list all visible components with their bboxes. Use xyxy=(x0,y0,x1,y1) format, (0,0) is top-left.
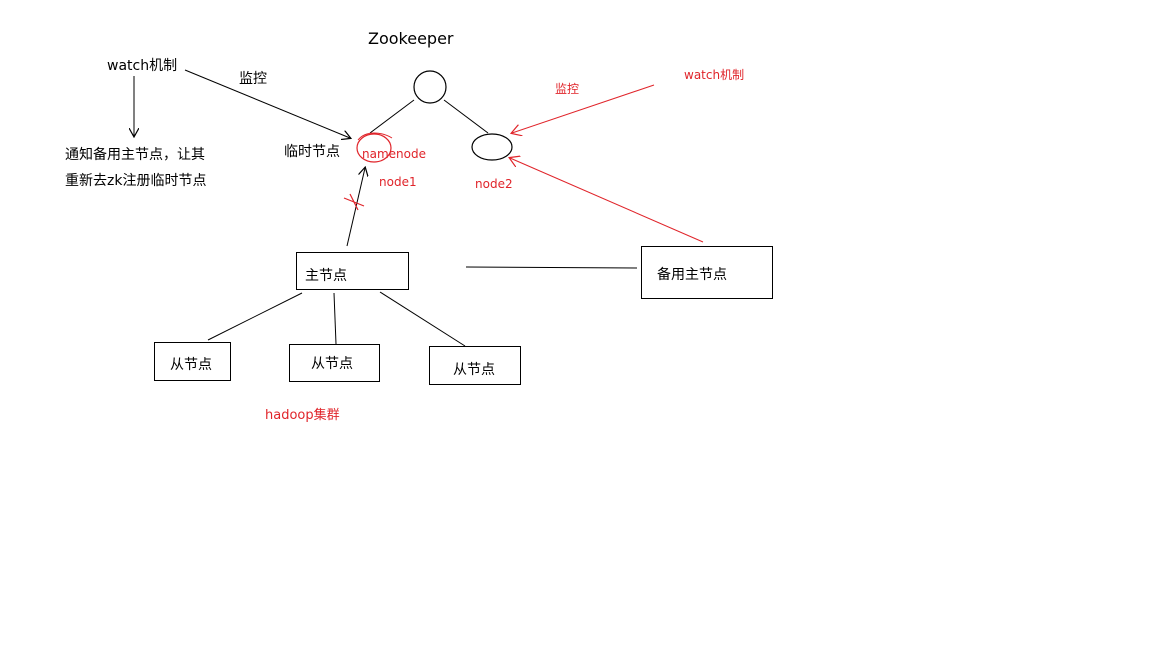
node1-scribble xyxy=(357,132,393,141)
slave-node-box-3: 从节点 xyxy=(429,346,521,385)
monitor-label: 监控 xyxy=(239,71,267,87)
watch-mechanism-label: watch机制 xyxy=(107,58,178,74)
edge-master-slave1 xyxy=(207,292,303,341)
hadoop-cluster-label: hadoop集群 xyxy=(265,408,340,423)
red-standby-arrow xyxy=(510,158,704,243)
edge-root-node1 xyxy=(369,99,415,134)
red-watch-arrow xyxy=(512,84,655,133)
arrow-cross-mark xyxy=(343,193,365,211)
temporary-node-label: 临时节点 xyxy=(284,144,340,160)
red-monitor-label: 监控 xyxy=(555,82,580,96)
master-node-label: 主节点 xyxy=(305,268,347,284)
slave-node-box-1: 从节点 xyxy=(154,342,231,381)
standby-master-box: 备用主节点 xyxy=(641,246,773,299)
zk-root-node xyxy=(413,70,447,104)
watch-to-node1-arrow xyxy=(184,69,350,138)
slave-node-label-3: 从节点 xyxy=(453,362,495,378)
edge-master-slave3 xyxy=(379,291,466,347)
notify-standby-text: 通知备用主节点，让其重新去zk注册临时节点 xyxy=(65,147,207,189)
slave-node-box-2: 从节点 xyxy=(289,344,380,382)
node2-label: node2 xyxy=(475,177,513,191)
slave-node-label-1: 从节点 xyxy=(170,357,212,373)
master-node-box: 主节点 xyxy=(296,252,409,290)
zk-node2 xyxy=(471,133,513,161)
zk-node1 xyxy=(356,133,392,163)
edge-root-node2 xyxy=(443,99,489,134)
namenode-label: namenode xyxy=(362,147,426,161)
zookeeper-title: Zookeeper xyxy=(368,29,454,48)
node1-label: node1 xyxy=(379,175,417,189)
red-watch-label: watch机制 xyxy=(684,68,745,82)
edge-master-slave2 xyxy=(333,292,337,345)
master-standby-link xyxy=(465,266,638,269)
standby-master-label: 备用主节点 xyxy=(657,267,727,283)
slave-node-label-2: 从节点 xyxy=(311,356,353,372)
